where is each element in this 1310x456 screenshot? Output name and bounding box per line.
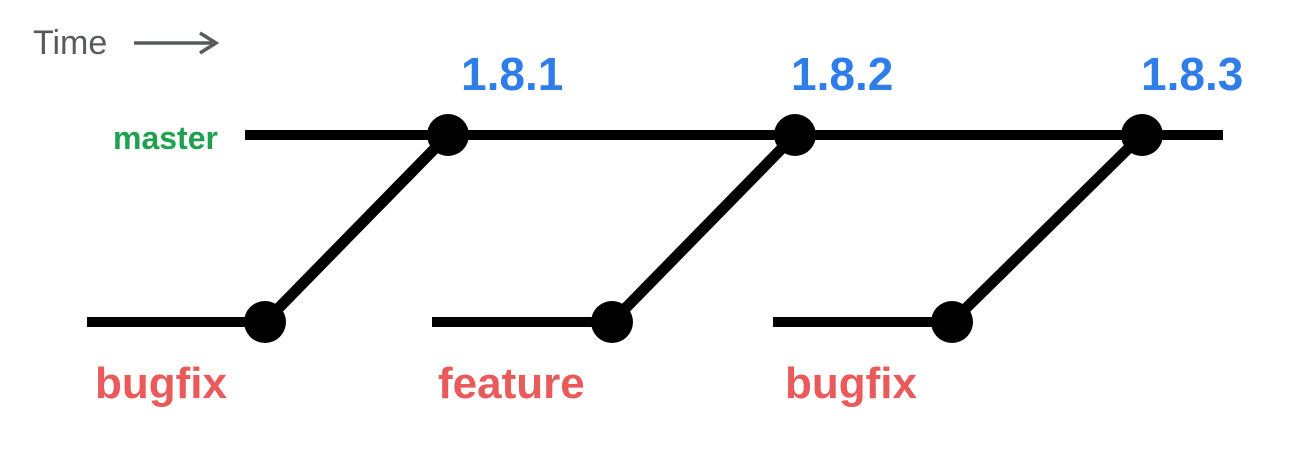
branch-label-bugfix-2: bugfix bbox=[785, 359, 917, 408]
release-tag-1-8-2: 1.8.2 bbox=[791, 48, 894, 100]
master-branch-label: master bbox=[113, 120, 218, 156]
time-axis-label: Time bbox=[33, 24, 108, 62]
branch-label-feature: feature bbox=[438, 359, 585, 408]
release-tag-1-8-3: 1.8.3 bbox=[1141, 48, 1244, 100]
time-arrow-icon bbox=[134, 31, 220, 55]
release-tag-1-8-1: 1.8.1 bbox=[461, 48, 564, 100]
commit-dot-release-1 bbox=[427, 114, 469, 156]
commit-dot-bugfix-2 bbox=[931, 301, 973, 343]
merge-line-feature bbox=[608, 131, 799, 326]
commit-dot-release-3 bbox=[1121, 114, 1163, 156]
commit-dot-release-2 bbox=[774, 114, 816, 156]
merge-line-bugfix-2 bbox=[948, 131, 1146, 326]
commit-dot-feature bbox=[591, 301, 633, 343]
merge-line-bugfix-1 bbox=[261, 131, 452, 326]
branch-label-bugfix-1: bugfix bbox=[95, 359, 227, 408]
commit-dot-bugfix-1 bbox=[244, 301, 286, 343]
time-arrow-head bbox=[199, 31, 220, 55]
